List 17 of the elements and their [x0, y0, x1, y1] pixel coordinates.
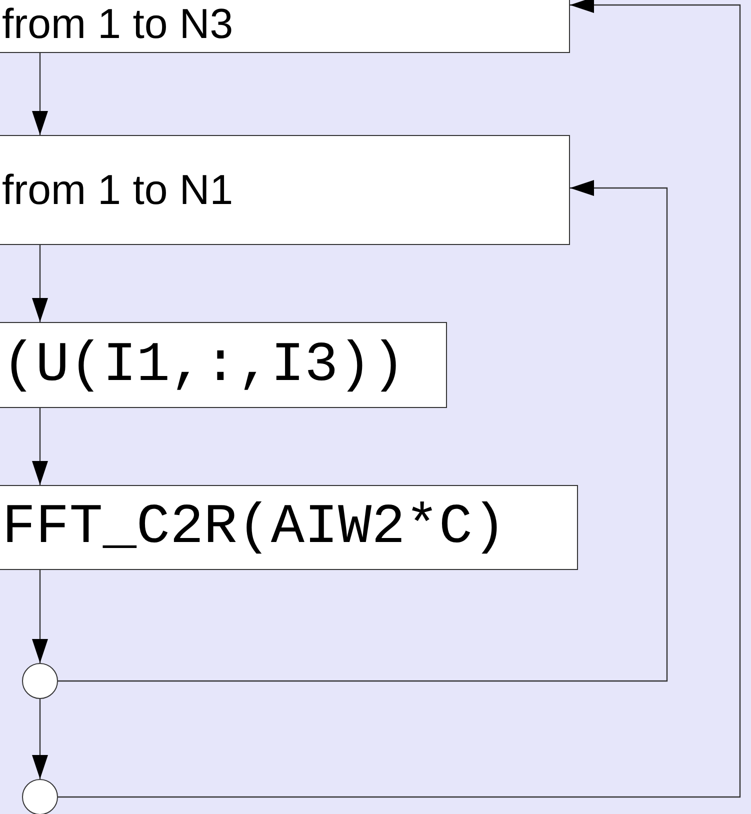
process-box	[0, 0, 570, 53]
box-text: from 1 to N3	[1, 0, 234, 49]
junction-circle	[22, 779, 58, 814]
box-text: (U(I1,:,I3))	[1, 332, 406, 398]
arrow	[32, 408, 48, 485]
junction-circle	[22, 663, 58, 699]
arrow	[32, 699, 48, 779]
arrow	[32, 570, 48, 663]
arrow	[32, 53, 48, 135]
process-box	[0, 135, 570, 245]
arrow	[58, 0, 741, 798]
arrow	[32, 245, 48, 322]
box-text: FFT_C2R(AIW2*C)	[1, 495, 506, 560]
process-box	[0, 485, 578, 570]
box-text: from 1 to N1	[1, 166, 234, 214]
process-box	[0, 322, 447, 408]
arrow	[58, 180, 668, 682]
